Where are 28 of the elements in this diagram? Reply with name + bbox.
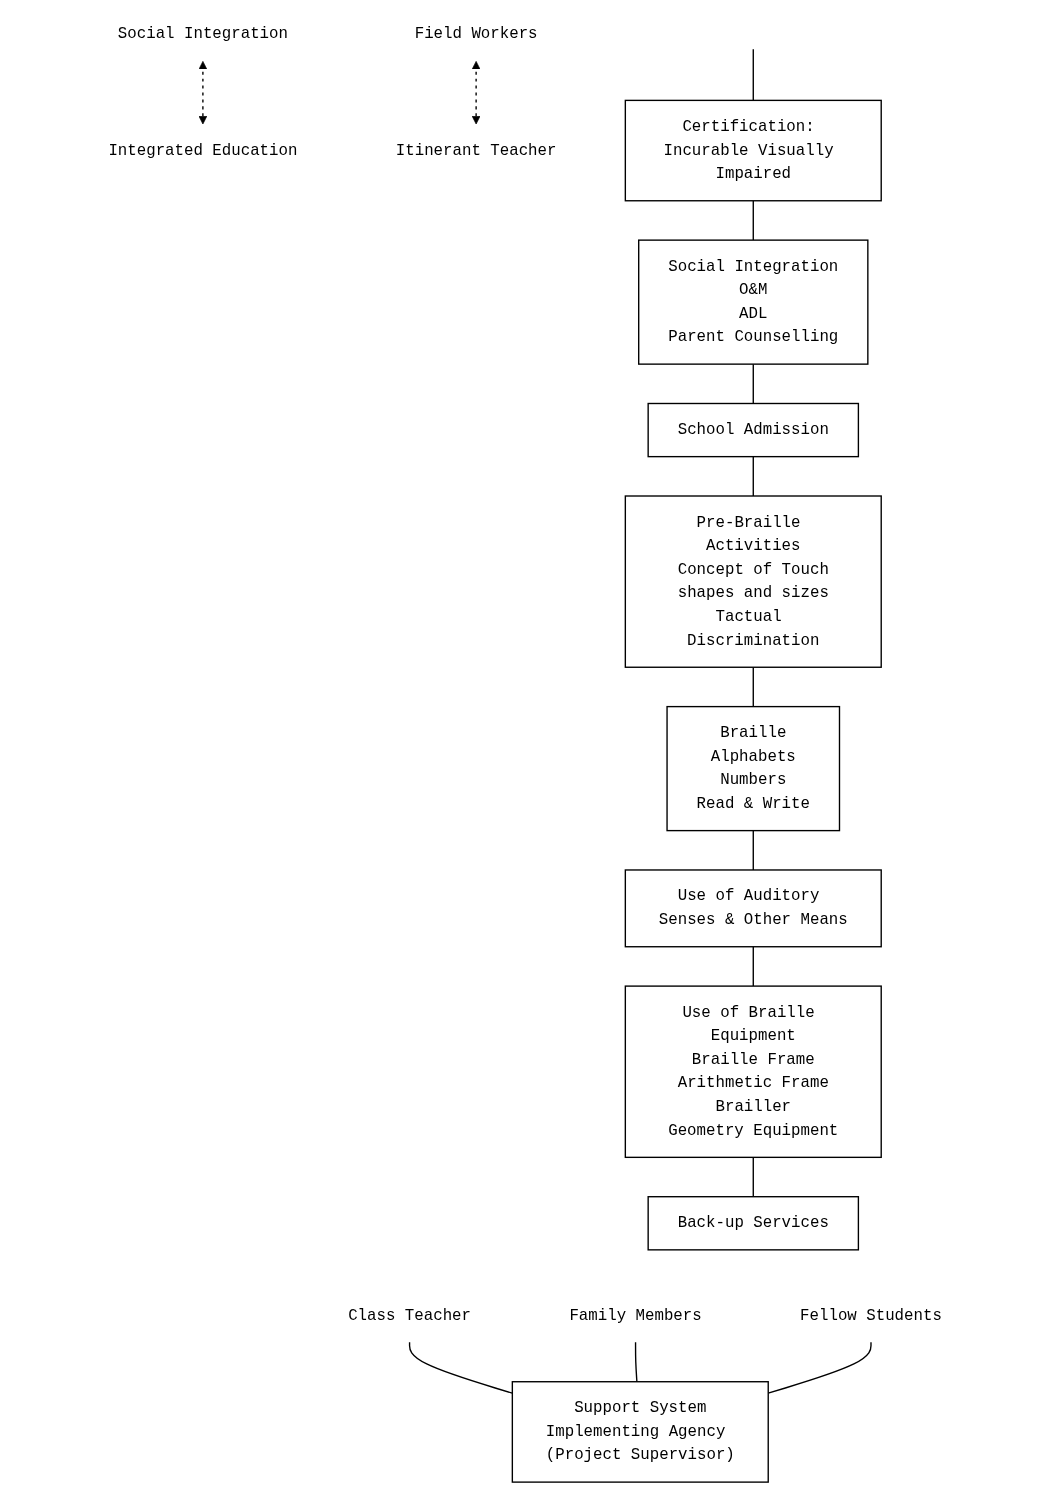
- connector: [752, 829, 754, 871]
- connector: [752, 48, 754, 102]
- node-box: Back-up Services: [647, 1196, 859, 1251]
- node-text: Family Members: [569, 1306, 702, 1325]
- connector: [752, 1156, 754, 1198]
- connector: [408, 1341, 513, 1394]
- node-box: Use of Braille Equipment Braille Frame Arithmetic Frame Brailler Geometry Equipment: [624, 985, 882, 1159]
- node-text: Class Teacher: [348, 1306, 471, 1325]
- connector: [634, 1341, 638, 1383]
- node-text: Social Integration: [117, 25, 288, 44]
- node-text: Integrated Education: [108, 141, 298, 160]
- connector: [752, 666, 754, 708]
- arrow: [471, 61, 481, 125]
- connector: [752, 200, 754, 241]
- node-box: School Admission: [647, 402, 859, 458]
- node-box: Certification: Incurable Visually Impaired: [624, 99, 882, 202]
- connector: [752, 946, 754, 987]
- node-text: Fellow Students: [799, 1306, 942, 1325]
- node-text: Field Workers: [414, 25, 538, 44]
- node-box: Pre-Braille Activities Concept of Touch shapes and sizes Tactual Discrimination: [624, 495, 882, 668]
- node-box: Social Integration O&M ADL Parent Counselling: [637, 239, 869, 365]
- node-text: Itinerant Teacher: [395, 141, 557, 160]
- node-box: Use of Auditory Senses & Other Means: [624, 869, 882, 948]
- node-box: Braille Alphabets Numbers Read & Write: [666, 705, 841, 832]
- node-box: Support System Implementing Agency (Project Supervisor): [511, 1381, 769, 1483]
- connector: [752, 455, 754, 497]
- arrow: [198, 61, 208, 125]
- connector: [752, 363, 754, 405]
